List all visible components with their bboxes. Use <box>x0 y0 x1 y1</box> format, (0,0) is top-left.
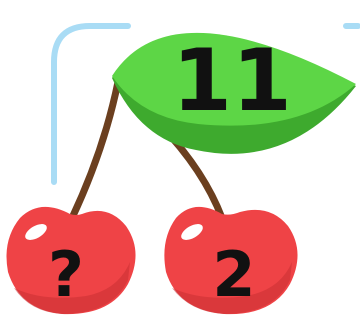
left-cherry[interactable]: ? <box>7 207 136 314</box>
right-cherry-value: 2 <box>212 238 255 311</box>
right-cherry: 2 <box>164 207 297 314</box>
left-cherry-value: ? <box>48 238 84 311</box>
leaf: 11 <box>112 31 356 154</box>
left-stem <box>72 82 118 218</box>
decorative-bracket-left <box>54 26 128 182</box>
leaf-sum-label: 11 <box>172 31 292 131</box>
